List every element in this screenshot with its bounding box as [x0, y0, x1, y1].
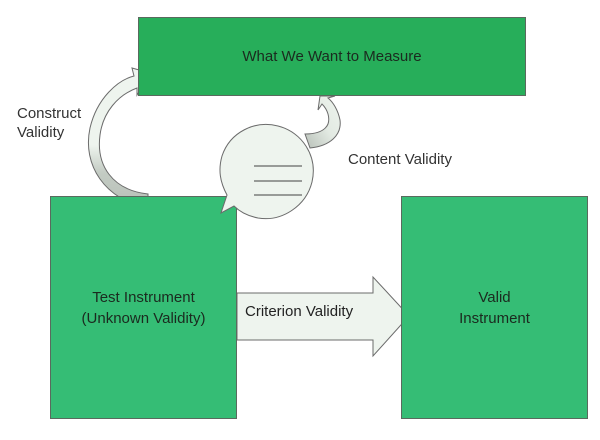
valid-instrument-label: Valid Instrument [459, 288, 530, 327]
construct-validity-arrow [88, 67, 151, 209]
test-instrument-label: Test Instrument (Unknown Validity) [81, 288, 206, 327]
top-box-label: What We Want to Measure [242, 48, 422, 65]
valid-instrument-box: Valid Instrument [401, 196, 588, 419]
construct-validity-label: Construct Validity [17, 105, 82, 141]
content-validity-arrow [304, 95, 341, 149]
test-instrument-box: Test Instrument (Unknown Validity) [50, 196, 237, 419]
criterion-validity-arrow [236, 275, 410, 358]
what-we-want-to-measure-box: What We Want to Measure [138, 17, 526, 96]
criterion-validity-label: Criterion Validity [245, 303, 354, 320]
content-validity-label: Content Validity [348, 151, 452, 168]
